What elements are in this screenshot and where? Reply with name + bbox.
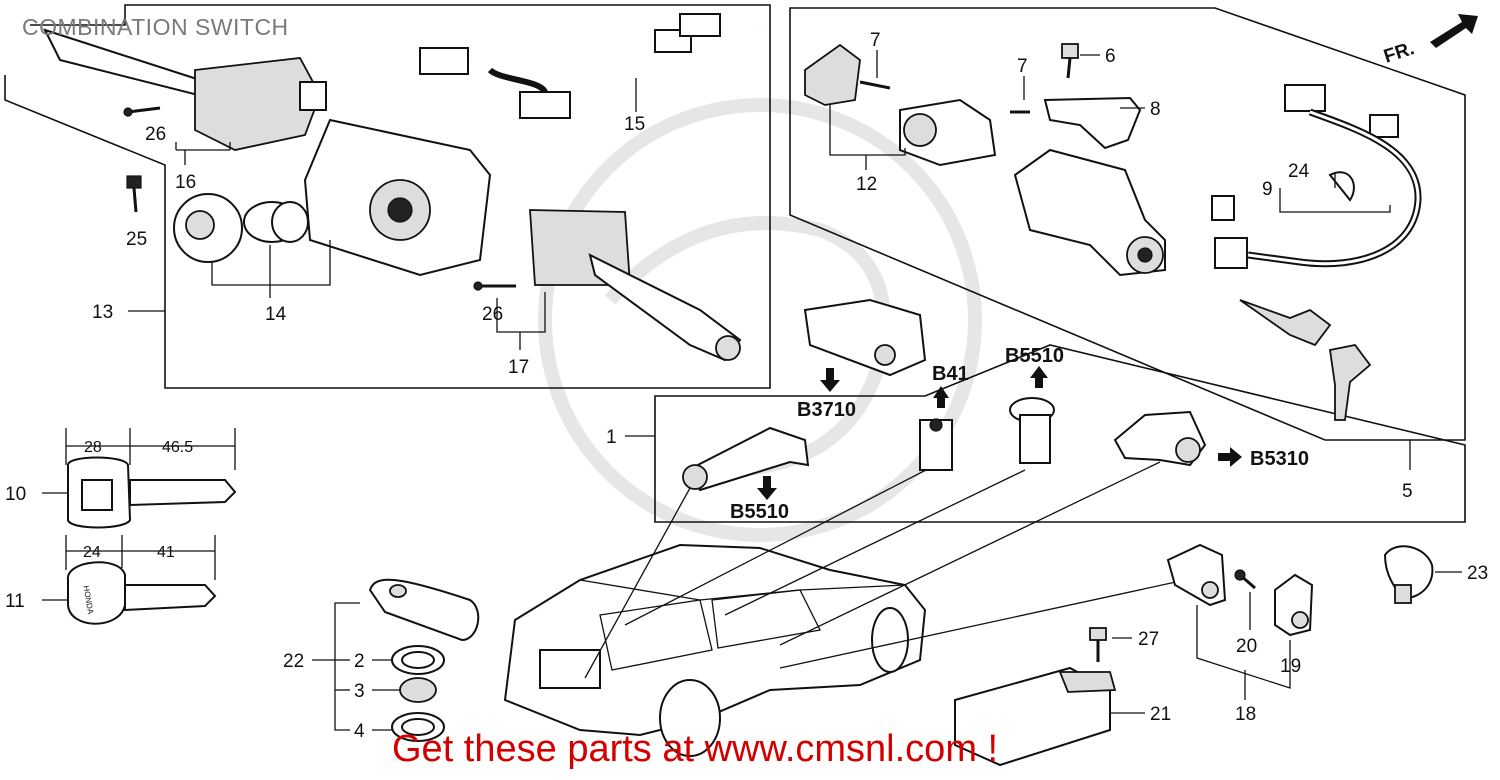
part-3-battery <box>399 677 437 703</box>
ref-b5510-bottom: B5510 <box>730 501 789 523</box>
callout-16: 16 <box>175 172 196 193</box>
callout-18: 18 <box>1235 704 1256 725</box>
callout-15: 15 <box>624 114 645 135</box>
callout-1: 1 <box>606 427 617 448</box>
callout-17: 17 <box>508 357 529 378</box>
part-4-cover <box>391 712 445 742</box>
arrow-b41 <box>933 386 949 408</box>
dim-key10-head: 28 <box>84 439 102 456</box>
frame-combination-switch <box>4 4 771 389</box>
part-door-cylinder-1 <box>682 426 810 492</box>
part-9-lock-harness <box>1211 84 1422 269</box>
callout-19: 19 <box>1280 656 1301 677</box>
callout-21: 21 <box>1150 704 1171 725</box>
part-5-steering-lock <box>1013 148 1166 277</box>
callout-7b: 7 <box>1017 56 1028 77</box>
dim-key10-blade: 46.5 <box>162 439 193 456</box>
callout-27: 27 <box>1138 629 1159 650</box>
callout-23: 23 <box>1467 563 1488 584</box>
bolt-27 <box>1089 627 1107 662</box>
callout-22: 22 <box>283 651 304 672</box>
callout-10: 10 <box>5 484 26 505</box>
part-b41-cylinder <box>919 418 953 471</box>
frame-key-cylinder-set <box>654 344 1466 523</box>
part-11-key <box>67 561 217 625</box>
callout-11: 11 <box>5 591 25 612</box>
callout-9: 9 <box>1262 179 1273 200</box>
ref-b3710: B3710 <box>797 399 856 421</box>
arrow-b5310 <box>1218 447 1242 467</box>
ref-b5310: B5310 <box>1250 448 1309 470</box>
part-15-harness <box>419 13 761 119</box>
callout-13: 13 <box>92 302 113 323</box>
part-8-clamp <box>1043 96 1142 150</box>
part-21-control-unit <box>954 666 1117 767</box>
part-10-key <box>67 456 237 529</box>
callout-4: 4 <box>354 721 365 742</box>
footer-promo-text: Get these parts at www.cmsnl.com ! <box>392 728 999 770</box>
part-19-sensor <box>1274 573 1314 637</box>
part-b5310-lock <box>1113 410 1207 467</box>
part-b5510-cylinder <box>1009 397 1055 464</box>
callout-3: 3 <box>354 681 365 702</box>
part-2-ring <box>391 645 445 675</box>
arrow-b3710 <box>820 368 840 392</box>
callout-26a: 26 <box>145 124 166 145</box>
bolt-6 <box>1061 43 1079 79</box>
callout-26b: 26 <box>482 304 503 325</box>
part-23-clip <box>1383 545 1434 604</box>
part-14-column-housing <box>303 118 492 277</box>
callout-20: 20 <box>1236 636 1257 657</box>
arrow-b5510-bottom <box>757 476 777 500</box>
screw-26a <box>123 106 161 117</box>
callout-6: 6 <box>1105 46 1116 67</box>
dimension-key11 <box>65 535 216 580</box>
ref-b41: B41 <box>932 363 969 385</box>
part-5-keys <box>1239 299 1372 421</box>
dim-key11-head: 24 <box>83 544 101 561</box>
callout-24: 24 <box>1288 161 1310 182</box>
part-17-wiper-switch <box>529 209 742 362</box>
part-22-remote <box>368 578 480 642</box>
screw-20 <box>1234 569 1256 590</box>
part-16-turn-signal-switch <box>43 28 327 151</box>
callout-25: 25 <box>126 229 147 250</box>
part-13-cable-reel <box>173 193 309 263</box>
page-title: COMBINATION SWITCH <box>22 14 289 40</box>
callout-2: 2 <box>354 651 365 672</box>
callout-12: 12 <box>856 174 877 195</box>
bolt-25 <box>126 175 142 213</box>
arrow-b5510-top <box>1030 366 1048 388</box>
screw-26b <box>473 281 516 291</box>
ref-b5510-top: B5510 <box>1005 345 1064 367</box>
part-18-sensor <box>1166 543 1227 607</box>
callout-14: 14 <box>265 304 287 325</box>
part-12-ignition-switch <box>804 43 997 167</box>
front-direction-arrow <box>1430 14 1478 48</box>
callout-7a: 7 <box>870 30 881 51</box>
part-b3710-latch <box>803 298 927 377</box>
front-direction-label: FR. <box>1381 38 1417 67</box>
callout-8: 8 <box>1150 99 1161 120</box>
dim-key11-blade: 41 <box>157 544 175 561</box>
callout-5: 5 <box>1402 481 1413 502</box>
frame-ignition-lock <box>789 7 1466 441</box>
dimension-key10 <box>65 428 236 470</box>
